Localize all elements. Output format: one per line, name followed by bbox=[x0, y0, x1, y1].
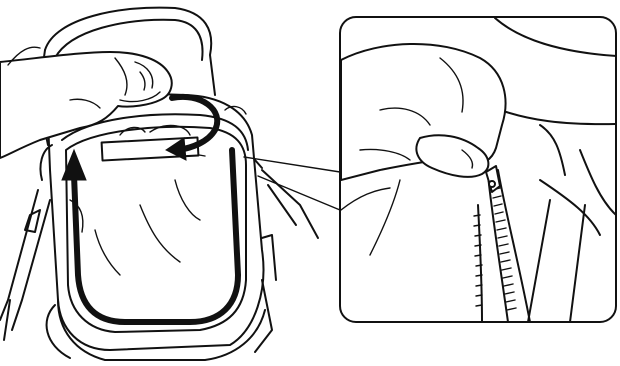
zipper-detail-inset bbox=[340, 17, 616, 322]
stroller-frame-right bbox=[255, 170, 318, 280]
stroller-frame-left bbox=[0, 190, 50, 340]
